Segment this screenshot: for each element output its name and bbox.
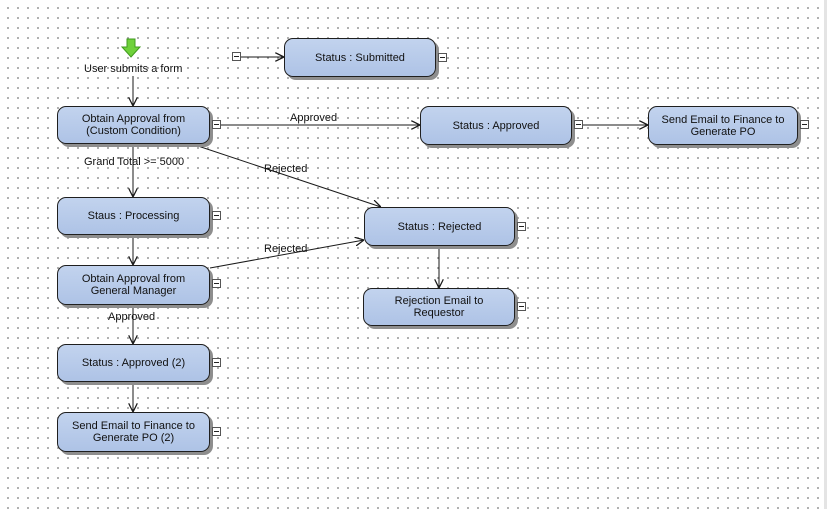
node-status-rejected[interactable]: Status : Rejected [364,207,515,246]
edge-label-approved-gm: Approved [108,311,156,323]
node-staus-processing-collapse-toggle[interactable] [212,211,221,220]
node-obtain-approval-custom-collapse-toggle[interactable] [212,120,221,129]
edge-label-rejected-1: Rejected [264,163,308,175]
node-obtain-approval-gm[interactable]: Obtain Approval from General Manager [57,265,210,305]
start-arrow-icon [121,38,141,58]
node-obtain-approval-gm-collapse-toggle[interactable] [212,279,221,288]
node-rejection-email[interactable]: Rejection Email to Requestor [363,288,515,326]
node-status-approved-collapse-toggle[interactable] [574,120,583,129]
node-send-email-finance-2[interactable]: Send Email to Finance to Generate PO (2) [57,412,210,452]
vertical-scrollbar[interactable] [824,0,827,509]
start-collapse-toggle[interactable] [232,52,241,61]
edge-obtain-custom-to-rejected [191,143,381,207]
node-staus-processing[interactable]: Staus : Processing [57,197,210,235]
node-obtain-approval-custom[interactable]: Obtain Approval from (Custom Condition) [57,106,210,144]
edge-label-grand-total: Grand Total >= 5000 [84,156,185,168]
node-status-approved-2-collapse-toggle[interactable] [212,358,221,367]
node-status-approved[interactable]: Status : Approved [420,106,572,145]
node-status-submitted-collapse-toggle[interactable] [438,53,447,62]
node-status-rejected-collapse-toggle[interactable] [517,222,526,231]
start-label: User submits a form [84,63,183,75]
node-send-email-finance-2-collapse-toggle[interactable] [212,427,221,436]
node-send-email-finance[interactable]: Send Email to Finance to Generate PO [648,106,798,145]
node-status-approved-2[interactable]: Status : Approved (2) [57,344,210,382]
node-status-submitted[interactable]: Status : Submitted [284,38,436,77]
node-send-email-finance-collapse-toggle[interactable] [800,120,809,129]
node-rejection-email-collapse-toggle[interactable] [517,302,526,311]
edge-label-rejected-2: Rejected [264,243,308,255]
edge-label-approved-top: Approved [290,112,338,124]
